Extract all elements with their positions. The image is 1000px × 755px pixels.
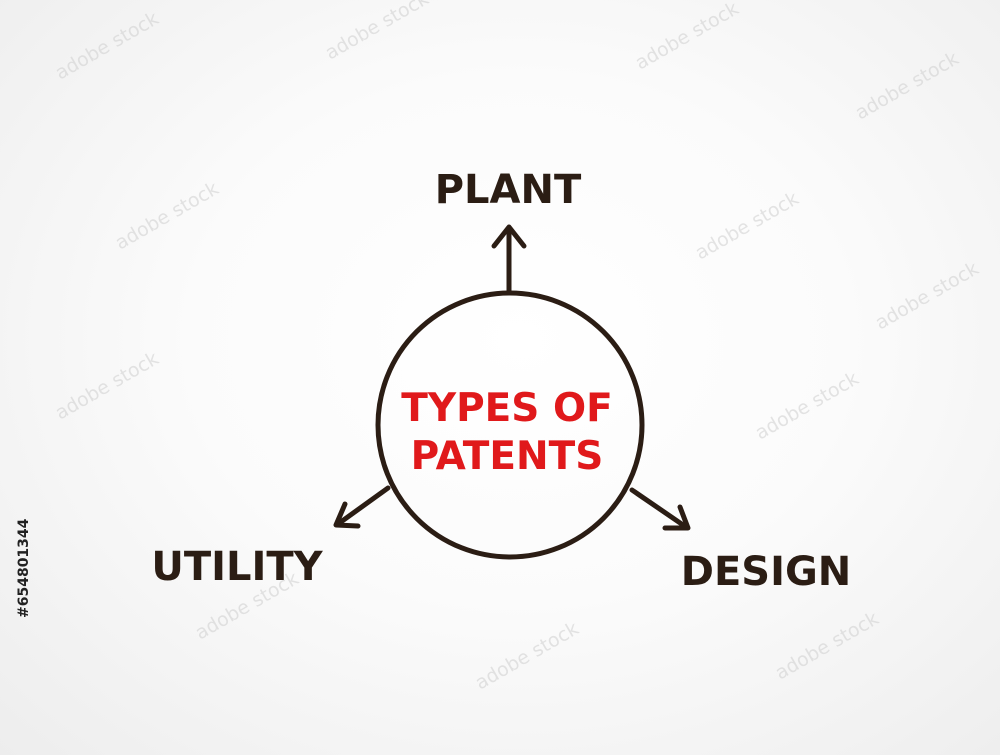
arrow-to-design bbox=[629, 487, 691, 531]
svg-text:adobe stock: adobe stock bbox=[692, 188, 803, 265]
center-title-line2: PATENTS bbox=[411, 434, 604, 479]
svg-text:adobe stock: adobe stock bbox=[112, 178, 223, 255]
branch-label-plant: PLANT bbox=[435, 167, 582, 213]
arrow-to-plant bbox=[491, 224, 527, 296]
branch-label-utility: UTILITY bbox=[151, 544, 323, 590]
svg-text:adobe stock: adobe stock bbox=[472, 618, 583, 695]
branch-label-design: DESIGN bbox=[681, 549, 852, 595]
svg-text:adobe stock: adobe stock bbox=[772, 608, 883, 685]
center-title-line1: TYPES OF bbox=[401, 386, 613, 431]
svg-text:adobe stock: adobe stock bbox=[852, 48, 963, 125]
arrow-to-utility bbox=[333, 485, 391, 529]
svg-text:adobe stock: adobe stock bbox=[752, 368, 863, 445]
svg-text:adobe stock: adobe stock bbox=[872, 258, 983, 335]
svg-text:adobe stock: adobe stock bbox=[52, 8, 163, 85]
svg-text:adobe stock: adobe stock bbox=[52, 348, 163, 425]
svg-text:adobe stock: adobe stock bbox=[322, 0, 433, 64]
svg-text:adobe stock: adobe stock bbox=[632, 0, 743, 74]
stock-id-label: #654801344 bbox=[16, 518, 32, 618]
